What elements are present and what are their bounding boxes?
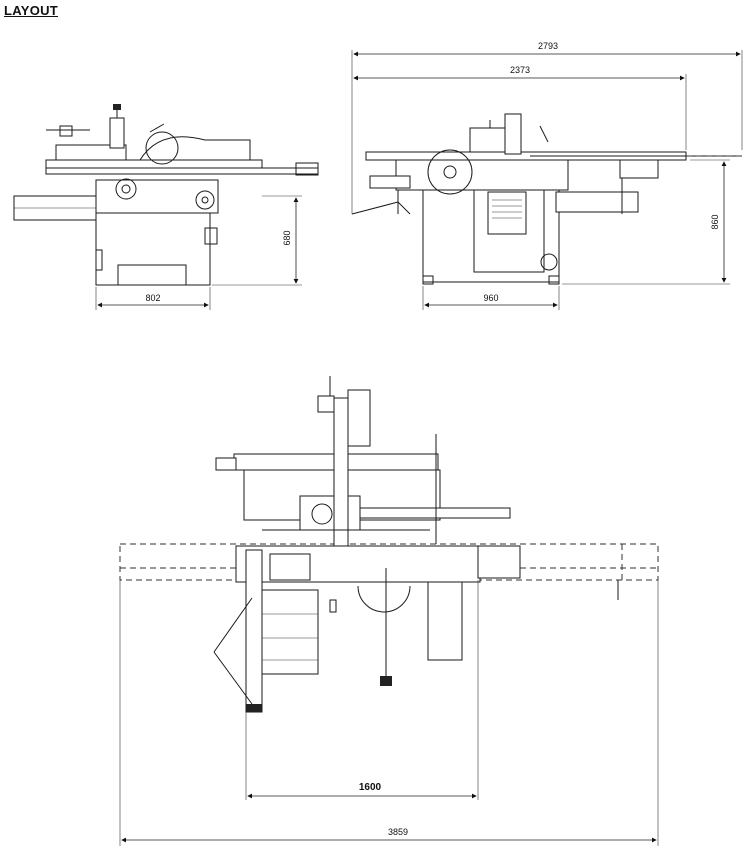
- front-overall-dimension: 2793: [351, 41, 743, 214]
- top-base-label: 1600: [359, 782, 382, 793]
- page-title: LAYOUT: [4, 3, 59, 18]
- front-base-label: 960: [483, 293, 498, 303]
- front-view: [351, 113, 742, 285]
- side-width-label: 802: [145, 293, 160, 303]
- top-overall-dimension: 3859: [119, 580, 659, 846]
- side-width-dimension: 802: [95, 287, 211, 310]
- front-table-dimension: 2373: [353, 65, 687, 150]
- side-height-dimension: 680: [212, 195, 302, 286]
- front-height-label: 860: [710, 214, 720, 229]
- top-overall-label: 3859: [388, 827, 408, 837]
- top-view: [119, 376, 659, 713]
- side-view: [13, 104, 319, 286]
- front-base-dimension: 960: [422, 286, 560, 310]
- top-base-dimension: 1600: [245, 580, 479, 800]
- front-table-label: 2373: [510, 65, 530, 75]
- side-height-label: 680: [282, 230, 292, 245]
- front-overall-label: 2793: [538, 41, 558, 51]
- front-height-dimension: 860: [562, 159, 730, 285]
